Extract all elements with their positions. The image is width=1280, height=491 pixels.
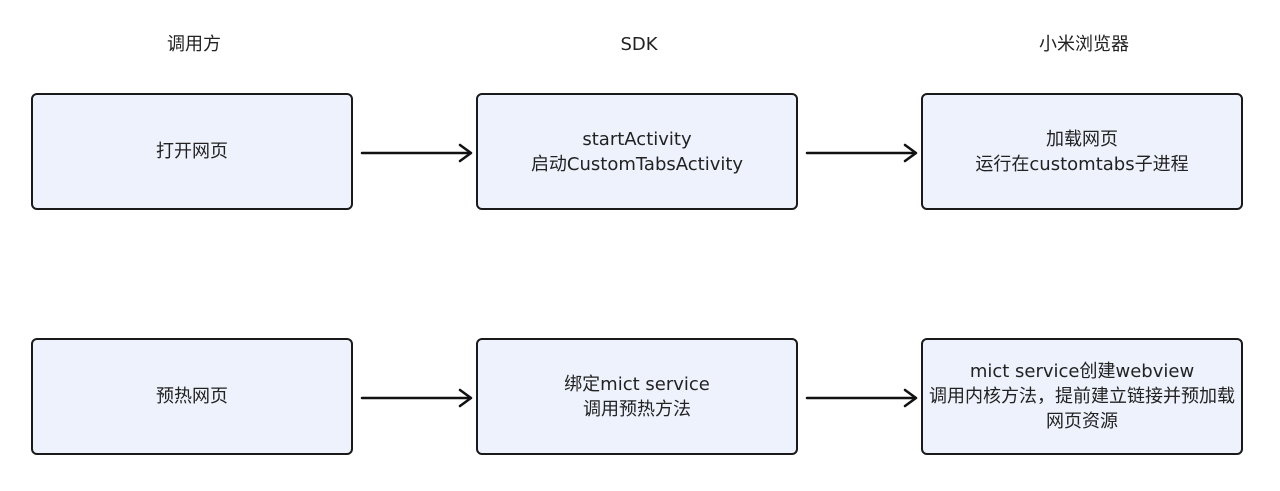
box-text-line: 运行在customtabs子进程 [975, 153, 1189, 175]
arrow-row2-caller-to-sdk [360, 388, 473, 408]
box-text-line: 启动CustomTabsActivity [530, 153, 744, 175]
box-text-line: mict service创建webview [969, 361, 1195, 382]
box-text-line: 调用预热方法 [583, 398, 691, 420]
arrow-row2-sdk-to-browser [805, 388, 918, 408]
box-prewarm-page: 预热网页 [31, 338, 353, 455]
box-text-line: startActivity [582, 128, 692, 150]
box-create-webview: mict service创建webview 调用内核方法，提前建立链接并预加载 … [921, 338, 1243, 455]
box-text-line: 预热网页 [156, 386, 228, 407]
column-header-sdk: SDK [620, 34, 658, 55]
box-text-line: 打开网页 [156, 141, 228, 162]
box-text-line: 调用内核方法，提前建立链接并预加载 [929, 386, 1235, 407]
box-text-line: 网页资源 [1046, 411, 1118, 432]
arrow-row1-caller-to-sdk [360, 143, 473, 163]
arrow-row1-sdk-to-browser [805, 143, 918, 163]
box-text-line: 绑定mict service [564, 373, 710, 395]
column-header-browser: 小米浏览器 [1039, 34, 1129, 55]
column-header-caller: 调用方 [167, 34, 221, 55]
box-load-page: 加载网页 运行在customtabs子进程 [921, 93, 1243, 210]
box-text-line: 加载网页 [1046, 128, 1118, 150]
box-bind-service: 绑定mict service 调用预热方法 [476, 338, 798, 455]
box-start-activity: startActivity 启动CustomTabsActivity [476, 93, 798, 210]
box-open-page: 打开网页 [31, 93, 353, 210]
